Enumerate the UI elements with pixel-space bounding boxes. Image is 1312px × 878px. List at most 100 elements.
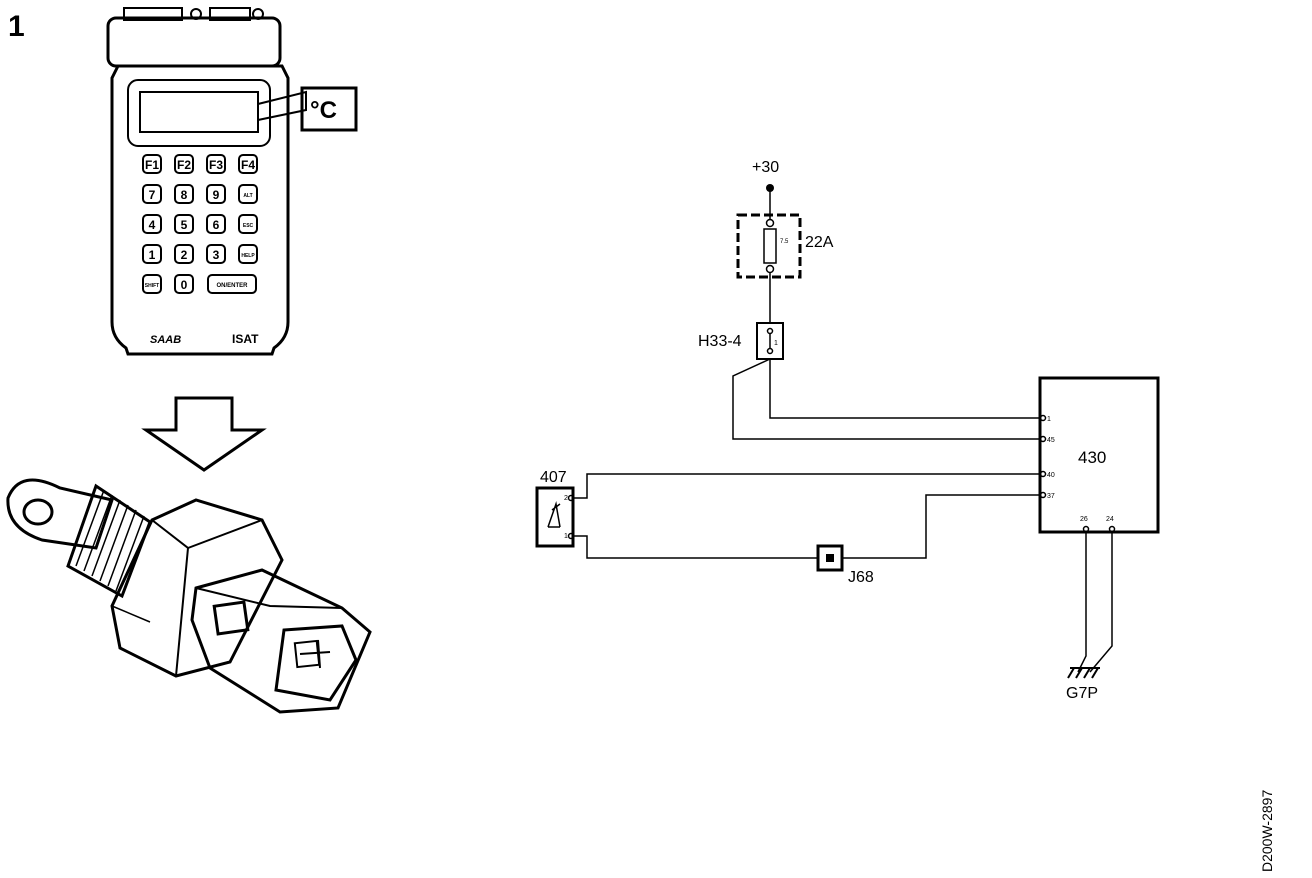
tester-display-bezel bbox=[127, 79, 271, 147]
tester-key bbox=[238, 154, 258, 174]
splice-label: J68 bbox=[848, 569, 874, 586]
tester-key-label: 9 bbox=[213, 188, 220, 202]
sensor-pin-label: 1 bbox=[564, 533, 568, 540]
connector-pin-terminal bbox=[766, 327, 774, 335]
fuse-box bbox=[736, 213, 802, 279]
connector-pin-terminal bbox=[766, 347, 774, 355]
connector-pin-number: 1 bbox=[774, 340, 778, 347]
tester-key bbox=[174, 274, 194, 294]
tester-key-label: F4 bbox=[241, 158, 255, 172]
ecu-pin-label: 1 bbox=[1047, 416, 1051, 423]
sensor-thread-body bbox=[66, 483, 152, 599]
tester-key-label: 1 bbox=[149, 248, 156, 262]
tester-key-label: ON/ENTER bbox=[216, 283, 248, 289]
tester-key bbox=[238, 214, 258, 234]
wire-splice-to-ecu bbox=[842, 494, 1040, 559]
tester-key bbox=[174, 244, 194, 264]
sensor-thread-line bbox=[75, 489, 105, 567]
display-callout-box bbox=[300, 86, 358, 132]
sensor-mounting-tab bbox=[6, 478, 114, 550]
drawing-id: D200W-2897 bbox=[1259, 790, 1275, 872]
tester-key bbox=[142, 214, 162, 234]
tester-connector-ridge bbox=[209, 7, 251, 21]
tester-brand: SAAB bbox=[150, 334, 181, 346]
tester-top-connector bbox=[106, 16, 282, 68]
sensor-thread-line bbox=[107, 509, 137, 587]
control-unit-430 bbox=[1038, 376, 1160, 534]
tester-model: ISAT bbox=[232, 332, 259, 346]
ecu-pin-terminal bbox=[1108, 525, 1116, 533]
sensor-connector-latch bbox=[212, 600, 250, 636]
tester-key bbox=[142, 154, 162, 174]
sensor-pin-terminal bbox=[567, 494, 575, 502]
tester-key-label: 7 bbox=[149, 188, 156, 202]
coolant-temperature-sensor bbox=[6, 478, 372, 714]
tester-key-label: 5 bbox=[181, 218, 188, 232]
ecu-pin-terminals bbox=[1039, 414, 1116, 533]
tester-key-label: ESC bbox=[243, 223, 254, 229]
tester-key bbox=[207, 274, 257, 294]
wire-connector-to-ecu-pin45 bbox=[732, 358, 1040, 440]
sensor-hex-edge bbox=[111, 605, 151, 623]
supply-label: +30 bbox=[752, 159, 779, 176]
ecu-pin-terminal bbox=[1039, 470, 1047, 478]
sensor-thread-line bbox=[115, 515, 145, 592]
tester-screw bbox=[252, 8, 264, 20]
wire-ecu-ground-1 bbox=[1077, 532, 1087, 673]
ecu-pin-terminal bbox=[1082, 525, 1090, 533]
sensor-thread-line bbox=[99, 504, 129, 582]
tester-key-label: F2 bbox=[177, 158, 191, 172]
wire-sensor-return bbox=[573, 535, 818, 559]
sensor-pin-label: 2 bbox=[564, 495, 568, 502]
tester-key bbox=[206, 154, 226, 174]
ecu-pin-label: 26 bbox=[1080, 516, 1088, 523]
sensor-connector-housing bbox=[190, 568, 372, 714]
tester-key bbox=[142, 184, 162, 204]
wire-ecu-ground-2 bbox=[1089, 532, 1113, 673]
splice-j68 bbox=[816, 544, 844, 572]
wire-connector-to-ecu-pin1 bbox=[769, 359, 1040, 419]
figure-number: 1 bbox=[8, 10, 25, 43]
tester-key-label: 6 bbox=[213, 218, 220, 232]
sensor-407-box bbox=[535, 486, 575, 548]
tester-key-label: 3 bbox=[213, 248, 220, 262]
fuse-terminal bbox=[765, 218, 775, 228]
tester-key bbox=[174, 184, 194, 204]
tester-key-label: SHIFT bbox=[145, 283, 159, 289]
ecu-pin-terminal bbox=[1039, 414, 1047, 422]
sensor-hex-edge bbox=[187, 519, 263, 549]
sensor-connector-socket bbox=[274, 624, 358, 702]
tester-key-label: ALT bbox=[243, 193, 252, 199]
tester-key-label: 0 bbox=[181, 278, 188, 292]
fuse-rating: 7.5 bbox=[780, 239, 789, 245]
tester-key bbox=[174, 214, 194, 234]
tester-screw bbox=[190, 8, 202, 20]
sensor-connector-pin-bar bbox=[299, 639, 331, 669]
connector-label: H33-4 bbox=[698, 333, 742, 350]
fuse-element bbox=[763, 228, 777, 264]
tester-key bbox=[206, 244, 226, 264]
down-arrow-icon bbox=[141, 396, 267, 472]
tester-body bbox=[110, 64, 290, 356]
sensor-thread-line bbox=[83, 494, 113, 572]
splice-j68-core bbox=[826, 554, 834, 562]
display-callout-pointer bbox=[257, 90, 307, 121]
display-callout-unit: °C bbox=[310, 97, 337, 124]
sensor-hex-nut bbox=[110, 498, 284, 678]
ecu-pin-label: 40 bbox=[1047, 472, 1055, 479]
tester-key-label: 4 bbox=[149, 218, 156, 232]
tester-key-label: F1 bbox=[145, 158, 159, 172]
tester-key bbox=[206, 184, 226, 204]
tester-key bbox=[238, 184, 258, 204]
tester-key bbox=[206, 214, 226, 234]
fuse-label: 22A bbox=[805, 234, 834, 251]
tester-key-label: HELP bbox=[241, 253, 255, 259]
fuse-terminal bbox=[765, 264, 775, 274]
ground-label: G7P bbox=[1066, 685, 1098, 702]
tester-key-label: F3 bbox=[209, 158, 223, 172]
tester-key bbox=[142, 274, 162, 294]
tester-key bbox=[142, 244, 162, 264]
tester-connector-ridge bbox=[123, 7, 183, 21]
